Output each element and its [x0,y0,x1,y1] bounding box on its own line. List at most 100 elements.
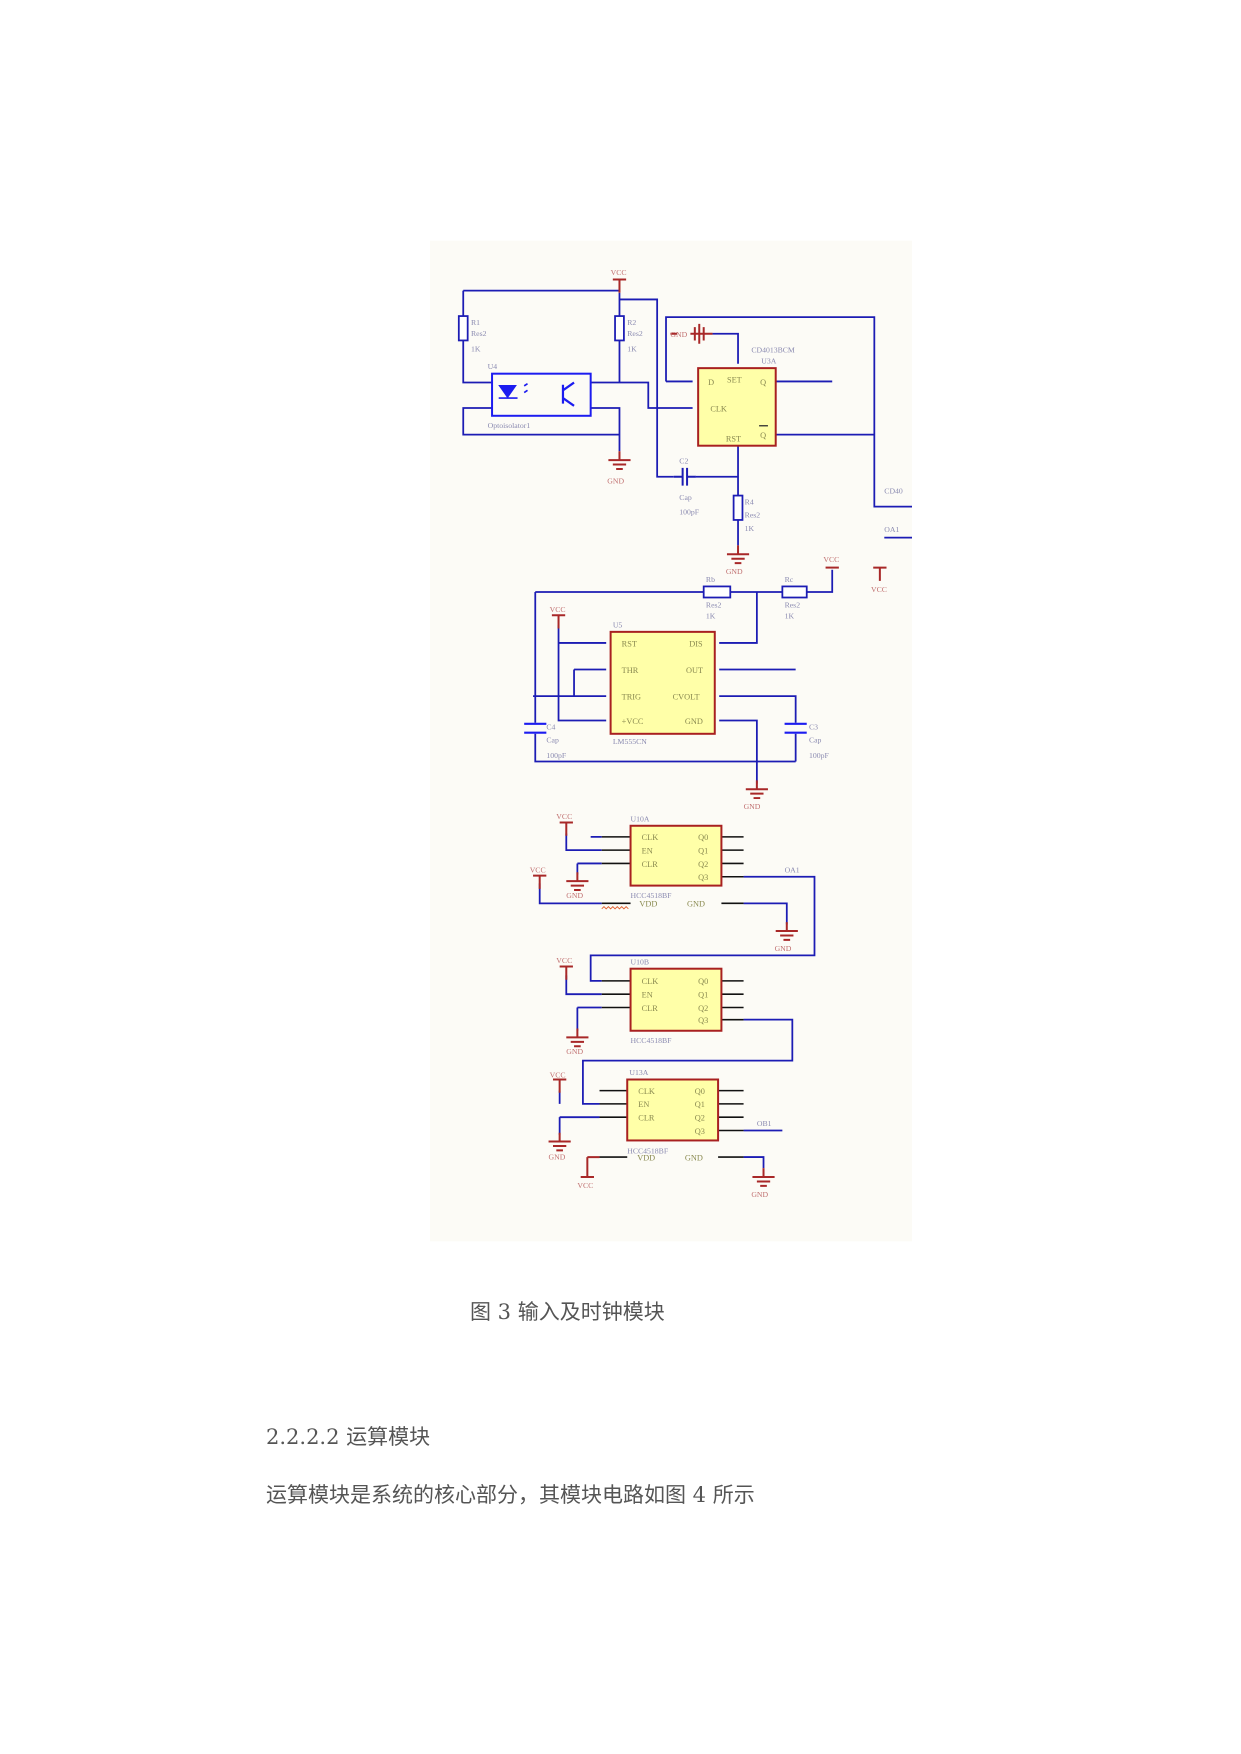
pin-vdd: VDD [637,1153,655,1162]
vcc-label: VCC [550,605,566,614]
c4-type: Cap [546,736,559,745]
section-paragraph: 运算模块是系统的核心部分，其模块电路如图 4 所示 [266,1483,755,1507]
pin-gnd: GND [685,1153,703,1162]
rb-label: Rb [706,575,715,584]
pin-q1: Q1 [698,846,708,855]
gnd-label: GND [566,891,583,900]
vcc-label: VCC [556,812,572,821]
counter-section: U10A CLK EN CLR Q0 Q1 Q2 Q3 HCC4518BF VD… [530,812,816,1199]
gnd-label: GND [744,802,761,811]
pin-q3: Q3 [695,1127,705,1136]
gnd-label: GND [566,1047,583,1056]
u4-label: U4 [488,362,498,371]
pin-clk: CLK [642,833,659,842]
pin-clk: CLK [710,404,727,413]
pin-q0: Q0 [698,977,708,986]
pin-q3: Q3 [698,873,708,882]
rb-value: 1K [706,612,716,621]
optoisolator-label: Optoisolator1 [488,421,531,430]
pin-clr: CLR [642,860,659,869]
r1-type: Res2 [471,329,487,338]
input-section: VCC R1 Res2 1K R2 Res2 1K U4 Optoisolato… [457,268,912,594]
gnd-label: GND [670,330,687,339]
c3-label: C3 [809,722,818,731]
pin-gnd: GND [685,717,703,726]
wires-input [462,289,912,546]
pin-en: EN [642,991,653,1000]
pin-trig: TRIG [622,692,641,701]
gnd-label: GND [607,476,624,485]
vcc-label: VCC [550,1070,566,1079]
gnd-label: GND [549,1152,566,1161]
pin-rst: RST [622,639,637,648]
hcc4518-label: HCC4518BF [631,1036,673,1045]
c4-value: 100pF [546,751,567,760]
pin-q1: Q1 [698,991,708,1000]
schematic-figure: VCC R1 Res2 1K R2 Res2 1K U4 Optoisolato… [430,240,912,1242]
u10a-label: U10A [631,814,650,823]
capacitor-c3 [784,722,807,734]
gnd-label: GND [751,1190,768,1199]
c2-label: C2 [679,456,688,465]
capacitor-c4 [524,722,547,734]
optocoupler-u4 [491,372,592,417]
timer-chip-u5 [609,630,716,735]
capacitor-c2 [673,467,696,486]
c2-value: 100pF [679,507,699,516]
pin-q0: Q0 [695,1087,705,1096]
rc-value: 1K [785,612,795,621]
pin-vdd: VDD [639,900,657,909]
rb-type: Res2 [706,600,722,609]
flip-flop-u3a [697,367,777,447]
pin-q3: Q3 [698,1016,708,1025]
pin-rst: RST [726,434,741,443]
counter-chip-u10a [629,824,723,887]
pin-q2: Q2 [698,860,708,869]
u10b-label: U10B [631,957,650,966]
rc-label: Rc [785,575,794,584]
timer-section: Rb Res2 1K Rc Res2 1K VCC VCC U5 LM555CN… [524,555,839,811]
gnd-label: GND [726,567,743,576]
r2-value: 1K [627,345,637,354]
vcc-label: VCC [871,585,887,594]
r1-value: 1K [471,345,481,354]
hcc4518-label: HCC4518BF [627,1147,669,1156]
vcc-symbol [580,1156,600,1179]
pin-d: D [708,378,714,387]
rc-type: Res2 [785,600,801,609]
r4-label: R4 [745,497,754,506]
vcc-label: VCC [611,268,627,277]
counter-chip-u10b [629,967,723,1032]
lm555-label: LM555CN [613,737,647,746]
pin-q0: Q0 [698,833,708,842]
gnd-symbol-horizontal [670,323,713,344]
pin-vcc: +VCC [622,717,644,726]
cd40-label: CD40 [884,486,903,495]
pin-cvolt: CVOLT [673,692,700,701]
figure-caption: 图 3 输入及时钟模块 [470,1300,665,1324]
pin-q1: Q1 [695,1100,705,1109]
vcc-label: VCC [556,956,572,965]
oa1-label: OA1 [785,865,800,874]
pin-q2: Q2 [698,1004,708,1013]
hcc4518-label: HCC4518BF [631,891,673,900]
c3-type: Cap [809,736,822,745]
u13a-label: U13A [629,1068,648,1077]
pin-q2: Q2 [695,1114,705,1123]
oa1-label: OA1 [884,525,899,534]
pin-stubs [599,836,744,1158]
phototransistor-icon [561,381,575,407]
pin-clr: CLR [638,1114,655,1123]
resistor-rb [702,585,732,599]
pin-clk: CLK [638,1087,655,1096]
cd4013-label: CD4013BCM [751,346,795,355]
pin-gnd: GND [687,900,705,909]
wires-timer [533,569,834,784]
resistor-rc [781,585,808,599]
counter-chip-u13a [626,1078,720,1142]
ob1-label: OB1 [757,1119,772,1128]
resistor-r2 [614,315,625,342]
led-icon [498,382,528,399]
u5-label: U5 [613,620,623,629]
resistor-r1 [457,315,469,342]
